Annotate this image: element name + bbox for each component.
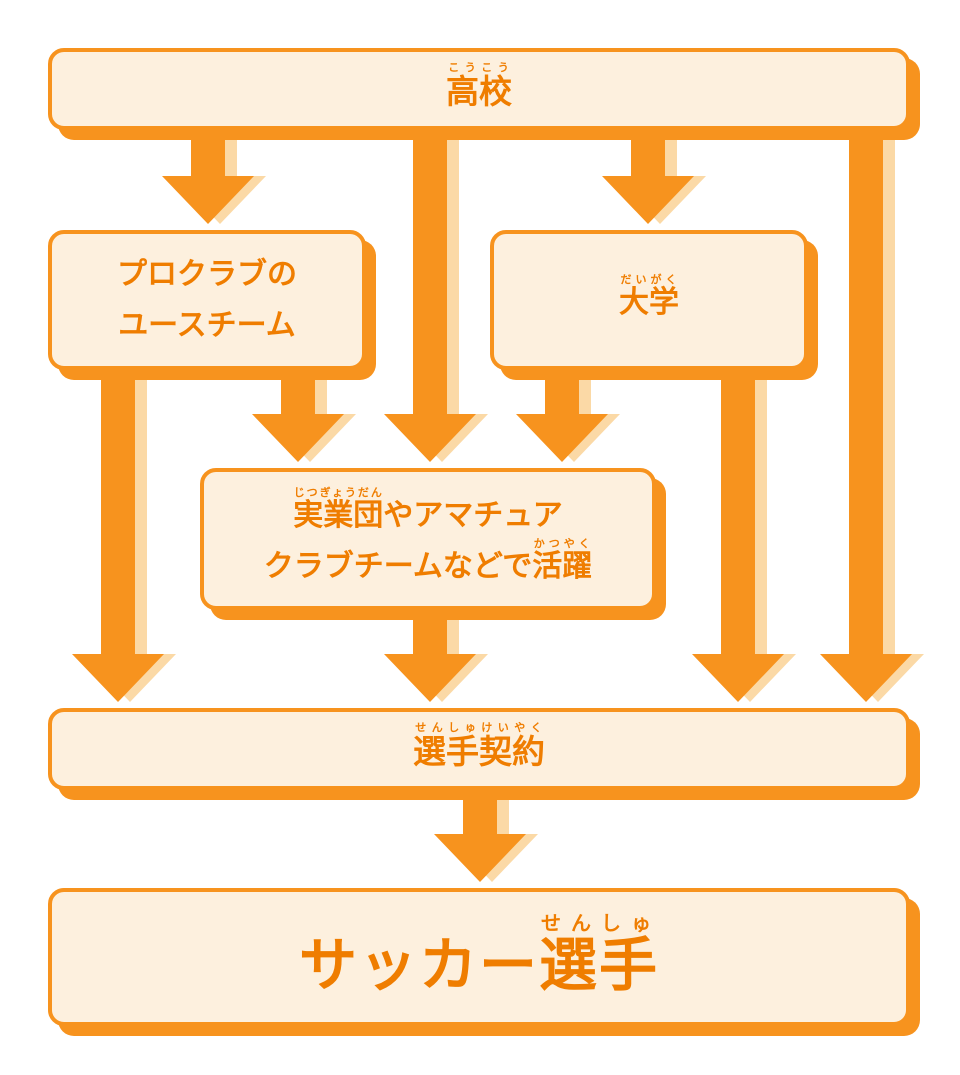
youth-team-label: プロクラブの ユースチーム: [117, 257, 297, 343]
arrow-highschool-to-contract: [820, 132, 924, 702]
youth-team-box: プロクラブの ユースチーム: [48, 230, 366, 370]
arrow-youth-to-contract: [72, 372, 176, 702]
contract-box: 選手契約せんしゅけいやく: [48, 708, 910, 790]
arrow-youth-to-amateur: [252, 372, 356, 462]
amateur-label: 実業団じつぎょうだんやアマチュア クラブチームなどで活躍かつやく: [263, 486, 593, 584]
amateur-box: 実業団じつぎょうだんやアマチュア クラブチームなどで活躍かつやく: [200, 468, 656, 610]
high-school-label: 高校こうこう: [446, 60, 512, 111]
arrow-highschool-to-amateur: [384, 132, 488, 462]
contract-label: 選手契約せんしゅけいやく: [413, 720, 545, 771]
arrow-amateur-to-contract: [384, 612, 488, 702]
arrow-university-to-amateur: [516, 372, 620, 462]
high-school-box: 高校こうこう: [48, 48, 910, 130]
arrow-university-to-contract: [692, 372, 796, 702]
university-box: 大学だいがく: [490, 230, 808, 370]
soccer-player-box: サッカー選手せんしゅ: [48, 888, 910, 1026]
university-label: 大学だいがく: [619, 272, 679, 320]
soccer-player-label: サッカー選手せんしゅ: [298, 911, 660, 999]
arrow-highschool-to-youth: [162, 132, 266, 224]
arrow-contract-to-player: [434, 792, 538, 882]
arrow-highschool-to-university: [602, 132, 706, 224]
